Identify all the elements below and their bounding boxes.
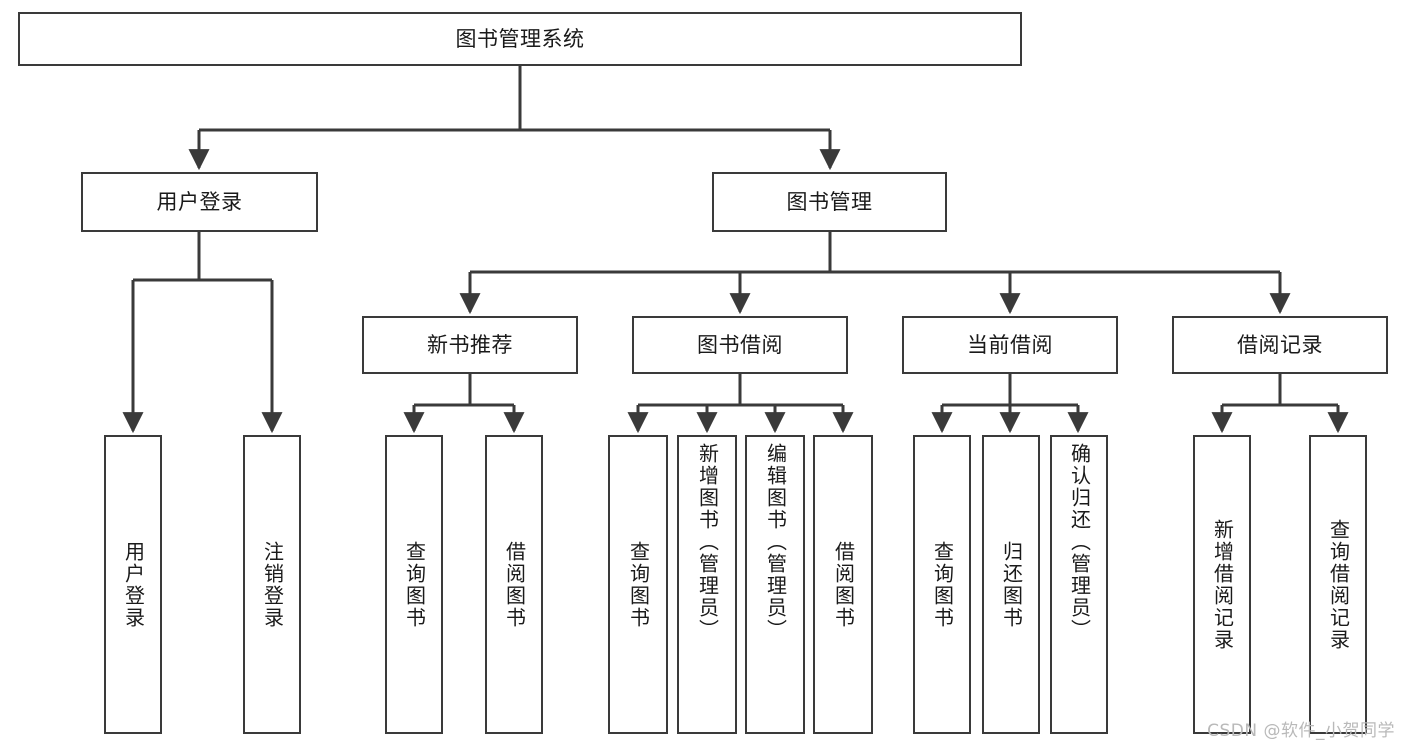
leaf-query-book-current[interactable]: 查询图书 xyxy=(913,435,971,734)
node-label: 图书管理 xyxy=(786,189,873,214)
csdn-watermark: CSDN @软件_小贺同学 xyxy=(1207,721,1395,741)
node-label: 当前借阅 xyxy=(967,332,1053,357)
node-label: 归还图书 xyxy=(999,540,1024,629)
node-book-management[interactable]: 图书管理 xyxy=(712,172,947,232)
node-current-borrow[interactable]: 当前借阅 xyxy=(902,316,1118,374)
leaf-edit-book-admin[interactable]: 编辑图书（管理员） xyxy=(745,435,805,734)
node-label: 注销登录 xyxy=(260,540,285,629)
leaf-user-login[interactable]: 用户登录 xyxy=(104,435,162,734)
node-label: 用户登录 xyxy=(156,189,243,214)
node-label: 查询图书 xyxy=(402,540,427,629)
leaf-borrow-book-recommend[interactable]: 借阅图书 xyxy=(485,435,543,734)
node-label: 用户登录 xyxy=(121,540,146,629)
node-new-book-recommend[interactable]: 新书推荐 xyxy=(362,316,578,374)
leaf-confirm-return-admin[interactable]: 确认归还（管理员） xyxy=(1050,435,1108,734)
node-label: 编辑图书（管理员） xyxy=(763,443,788,641)
leaf-query-book-borrow[interactable]: 查询图书 xyxy=(608,435,668,734)
node-label: 查询借阅记录 xyxy=(1326,518,1351,651)
leaf-add-book-admin[interactable]: 新增图书（管理员） xyxy=(677,435,737,734)
node-label: 借阅图书 xyxy=(502,540,527,629)
leaf-borrow-book[interactable]: 借阅图书 xyxy=(813,435,873,734)
leaf-return-book[interactable]: 归还图书 xyxy=(982,435,1040,734)
node-book-borrow[interactable]: 图书借阅 xyxy=(632,316,848,374)
node-label: 借阅图书 xyxy=(831,540,856,629)
node-label: 查询图书 xyxy=(930,540,955,629)
node-label: 图书借阅 xyxy=(697,332,783,357)
node-label: 图书管理系统 xyxy=(455,26,585,51)
node-borrow-record[interactable]: 借阅记录 xyxy=(1172,316,1388,374)
node-label: 确认归还（管理员） xyxy=(1067,443,1092,641)
leaf-add-borrow-record[interactable]: 新增借阅记录 xyxy=(1193,435,1251,734)
node-label: 新增图书（管理员） xyxy=(695,443,720,641)
node-label: 新增借阅记录 xyxy=(1210,518,1235,651)
node-label: 查询图书 xyxy=(626,540,651,629)
node-label: 新书推荐 xyxy=(427,332,513,357)
node-user-login[interactable]: 用户登录 xyxy=(81,172,318,232)
leaf-query-borrow-record[interactable]: 查询借阅记录 xyxy=(1309,435,1367,734)
node-label: 借阅记录 xyxy=(1237,332,1323,357)
node-root-system[interactable]: 图书管理系统 xyxy=(18,12,1022,66)
leaf-logout[interactable]: 注销登录 xyxy=(243,435,301,734)
leaf-query-book-recommend[interactable]: 查询图书 xyxy=(385,435,443,734)
